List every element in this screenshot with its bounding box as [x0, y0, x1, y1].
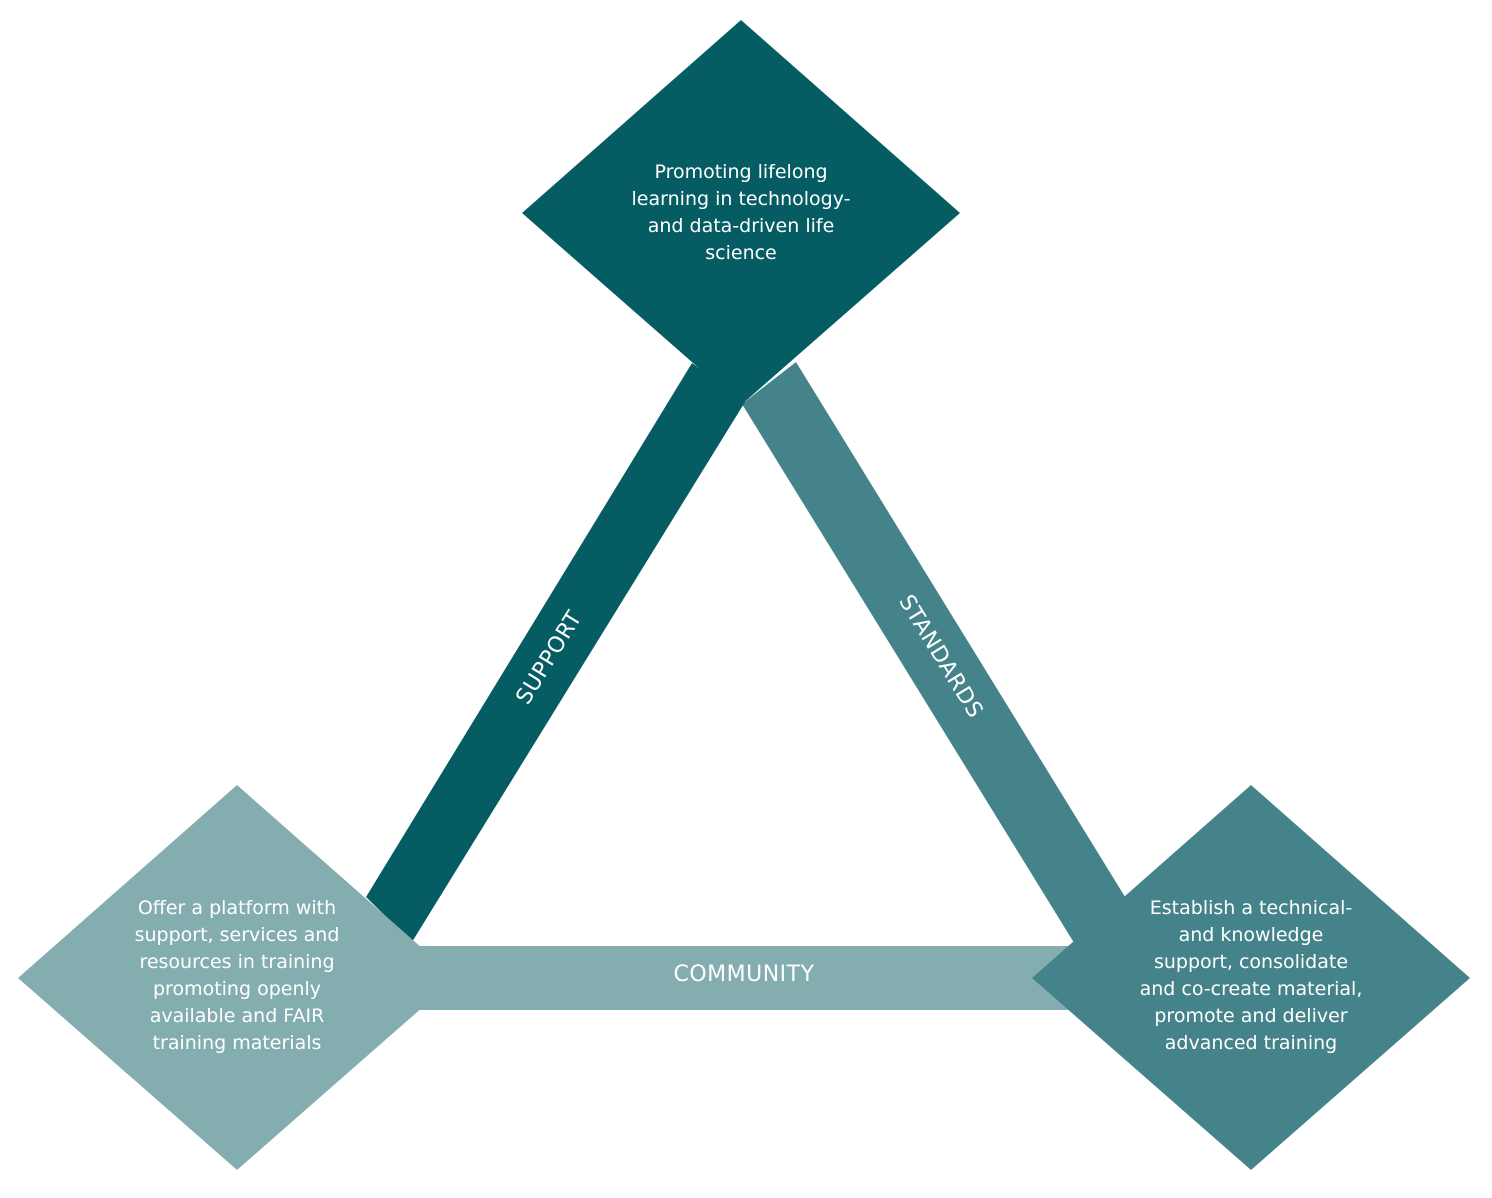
left-node-text: Offer a platform with support, services …	[107, 890, 367, 1062]
right-node-line: and co-create material,	[1139, 978, 1363, 1000]
right-node-line: promote and deliver	[1154, 1005, 1348, 1027]
top-node-line: and data-driven life	[647, 215, 835, 237]
top-node-line: Promoting lifelong	[654, 161, 828, 183]
top-node-text: Promoting lifelong learning in technolog…	[611, 150, 871, 276]
community-label: COMMUNITY	[673, 962, 815, 987]
left-node-line: training materials	[152, 1032, 322, 1054]
left-node-line: available and FAIR	[149, 1005, 325, 1027]
right-node-line: Establish a technical-	[1149, 897, 1353, 919]
top-diamond	[522, 20, 960, 405]
left-node-line: support, services and	[134, 924, 340, 946]
top-node-line: learning in technology-	[631, 188, 851, 210]
left-node-line: promoting openly	[152, 978, 322, 1000]
left-node-line: Offer a platform with	[137, 897, 337, 919]
right-node-line: advanced training	[1164, 1032, 1338, 1054]
right-node-line: and knowledge	[1178, 924, 1324, 946]
top-node-line: science	[705, 242, 777, 264]
standards-bar	[742, 362, 1130, 946]
left-diamond	[18, 785, 456, 1170]
right-node-line: support, consolidate	[1153, 951, 1349, 973]
right-node-text: Establish a technical- and knowledge sup…	[1111, 890, 1391, 1062]
community-bar	[412, 946, 1078, 1010]
support-bar	[366, 363, 745, 942]
left-node-line: resources in training	[139, 951, 335, 973]
right-diamond	[1032, 785, 1470, 1170]
